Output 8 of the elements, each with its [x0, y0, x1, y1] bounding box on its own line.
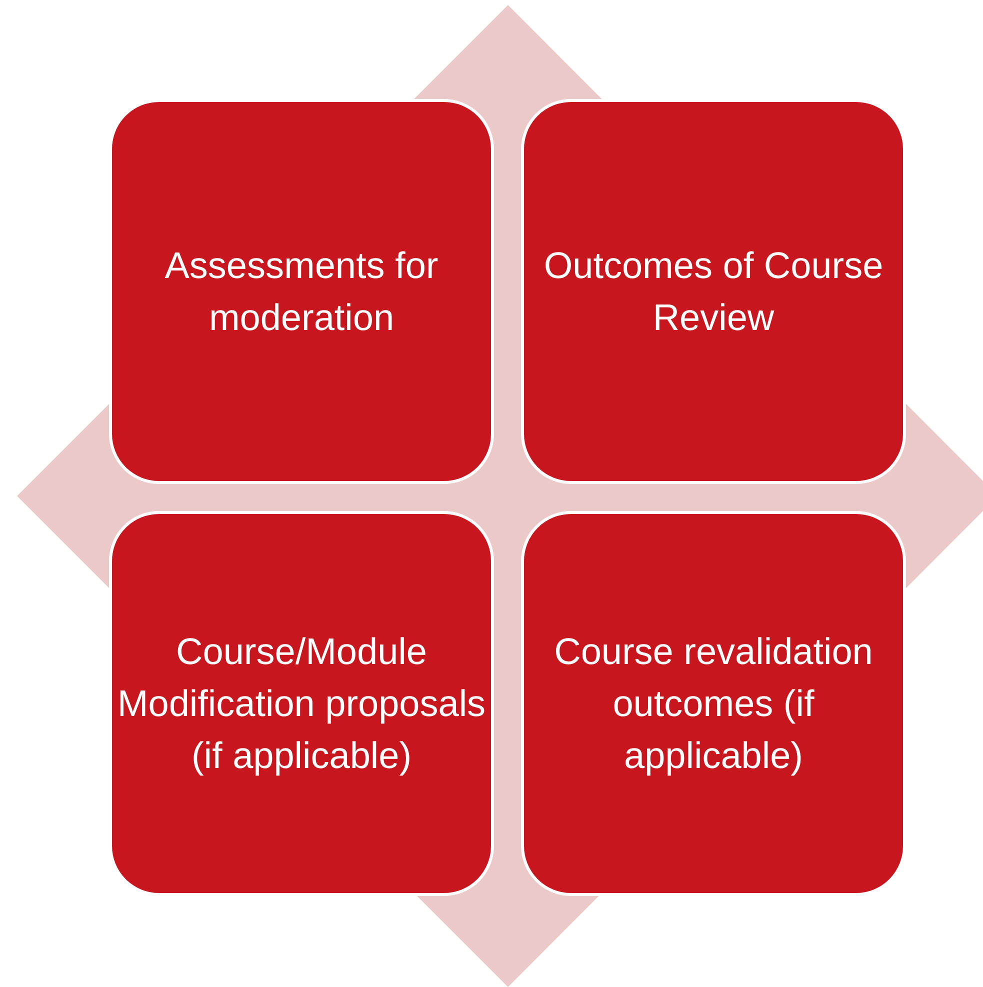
box-label: Outcomes of Course Review: [542, 244, 884, 340]
process-box: [521, 99, 906, 484]
box-label: Course/Module Modification proposals (if applicable): [116, 630, 487, 778]
process-box: [109, 99, 494, 484]
process-box: [521, 511, 906, 896]
box-label: Assessments for moderation: [164, 244, 440, 340]
box-label: Course revalidation outcomes (if applicable): [553, 630, 874, 778]
process-box: [109, 511, 494, 896]
